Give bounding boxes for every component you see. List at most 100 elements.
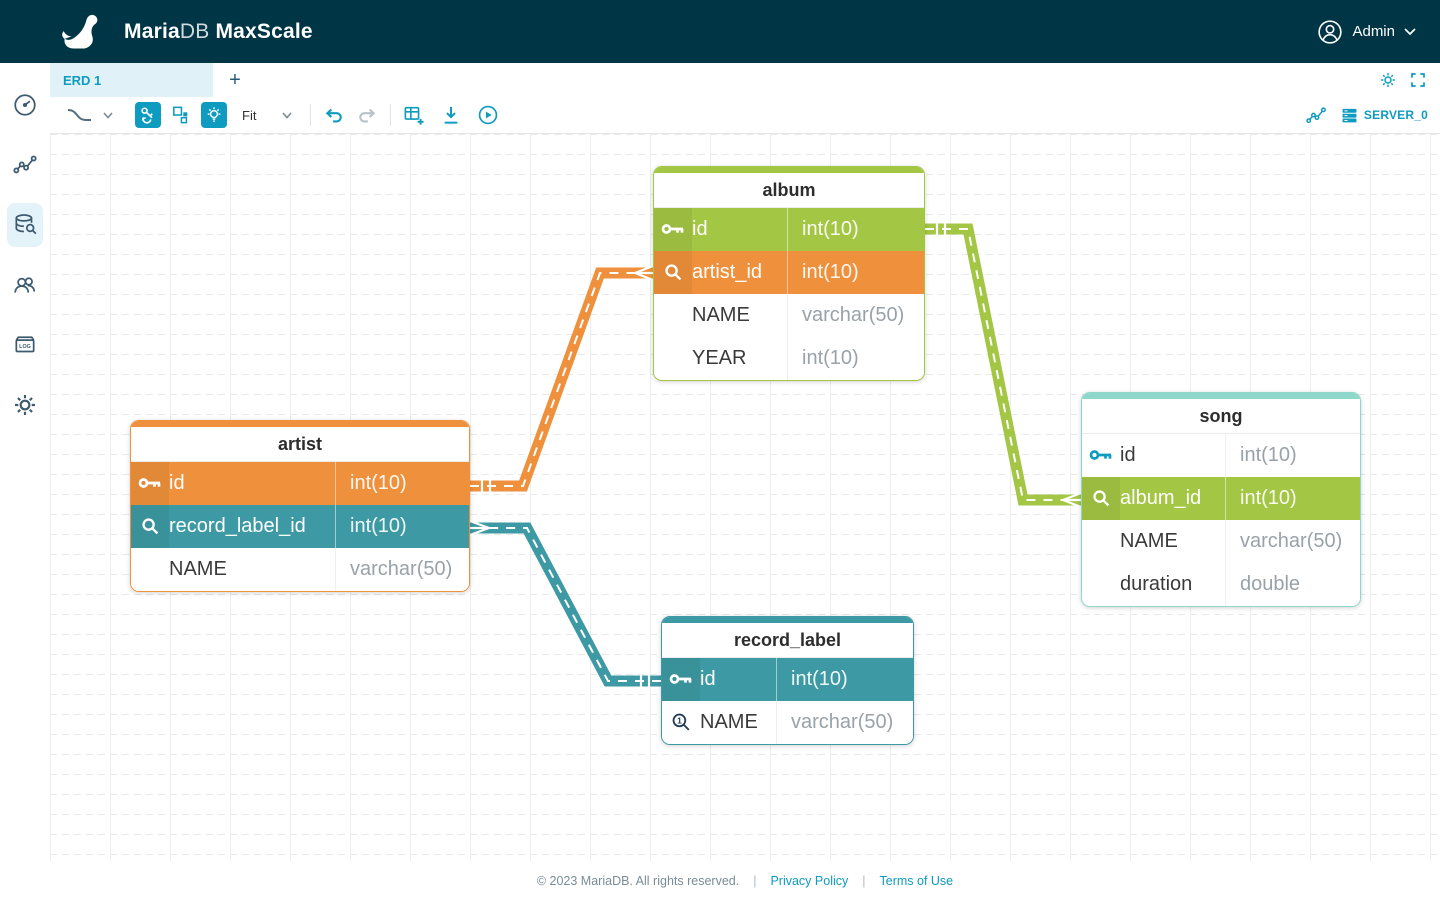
fullscreen-icon[interactable]	[1410, 72, 1426, 88]
sidebar: LOG	[0, 63, 50, 900]
column-name: YEAR	[692, 347, 747, 369]
line-shape-icon	[67, 109, 91, 121]
app-header: MariaDB MaxScale Admin	[0, 0, 1440, 63]
zoom-level-label: Fit	[242, 107, 257, 123]
diagram-settings-gear-icon[interactable]	[1379, 71, 1397, 89]
primary-key-icon	[654, 208, 692, 251]
chevron-down-icon	[1404, 27, 1416, 35]
table-title: artist	[131, 427, 469, 462]
database-search-icon	[15, 214, 37, 235]
column-name: id	[169, 472, 185, 494]
table-row[interactable]: id int(10)	[662, 658, 913, 701]
erd-table-album[interactable]: album id int(10) artist_id int(10)	[653, 166, 925, 381]
erd-canvas[interactable]: album id int(10) artist_id int(10)	[50, 134, 1440, 861]
chevron-down-icon[interactable]	[103, 111, 113, 119]
column-type: double	[1225, 563, 1360, 606]
privacy-policy-link[interactable]: Privacy Policy	[770, 873, 849, 888]
zoom-fit-dropdown[interactable]: Fit	[234, 108, 300, 123]
hint-toggle-button[interactable]	[201, 102, 227, 128]
brand: MariaDB MaxScale	[62, 12, 313, 52]
entity-squares-icon	[173, 106, 188, 124]
line-shape-button[interactable]	[62, 102, 96, 128]
sidebar-item-logs[interactable]: LOG	[3, 315, 47, 375]
relation-album-song[interactable]	[925, 222, 1082, 509]
footer-separator: |	[753, 873, 757, 888]
lightbulb-icon	[207, 107, 221, 122]
table-row[interactable]: NAME varchar(50)	[1082, 520, 1360, 563]
sidebar-item-users[interactable]	[3, 255, 47, 315]
table-row[interactable]: record_label_id int(10)	[131, 505, 469, 548]
undo-button[interactable]	[321, 102, 347, 128]
key-link-icon	[141, 107, 153, 124]
column-name: album_id	[1120, 487, 1202, 509]
server-label: SERVER_0	[1363, 108, 1428, 122]
brand-maria: Maria	[124, 19, 180, 43]
tab-erd-1[interactable]: ERD 1	[50, 63, 213, 97]
brand-db: DB	[179, 19, 210, 43]
column-icon-empty	[654, 294, 692, 337]
copyright-text: © 2023 MariaDB. All rights reserved.	[536, 873, 740, 888]
table-row[interactable]: id int(10)	[654, 208, 924, 251]
table-title: album	[654, 173, 924, 208]
er-diagram-icon[interactable]	[1306, 106, 1327, 125]
column-type: varchar(50)	[776, 701, 913, 744]
column-type: varchar(50)	[787, 294, 924, 337]
column-name: id	[1120, 444, 1136, 466]
avatar-icon	[1318, 19, 1343, 44]
column-icon-empty	[1082, 563, 1120, 606]
relation-artist-album[interactable]	[470, 264, 654, 493]
table-row[interactable]: id int(10)	[131, 462, 469, 505]
erd-table-artist[interactable]: artist id int(10) record_label_id int(10…	[130, 420, 470, 592]
table-row[interactable]: NAME varchar(50)	[654, 294, 924, 337]
table-accent-bar	[654, 167, 924, 173]
column-name: id	[700, 668, 716, 690]
erd-table-record-label[interactable]: record_label id int(10) 1 NAME varchar(5…	[661, 616, 914, 745]
sidebar-item-dashboard[interactable]	[3, 75, 47, 135]
add-table-button[interactable]	[401, 102, 427, 128]
primary-key-icon	[131, 462, 169, 505]
table-accent-bar	[662, 617, 913, 623]
run-button[interactable]	[475, 102, 501, 128]
redo-button[interactable]	[354, 102, 380, 128]
add-tab-button[interactable]: +	[229, 68, 241, 91]
foreign-key-toggle-button[interactable]	[135, 102, 161, 128]
table-row[interactable]: artist_id int(10)	[654, 251, 924, 294]
erd-table-song[interactable]: song id int(10) album_id int(10)	[1081, 392, 1361, 607]
column-type: int(10)	[776, 658, 913, 701]
table-row[interactable]: duration double	[1082, 563, 1360, 606]
column-name: artist_id	[692, 261, 763, 283]
logs-archive-icon: LOG	[15, 336, 35, 353]
users-icon	[14, 277, 36, 293]
table-row[interactable]: YEAR int(10)	[654, 337, 924, 380]
table-row[interactable]: id int(10)	[1082, 434, 1360, 477]
user-label: Admin	[1352, 23, 1395, 40]
play-circle-icon	[479, 105, 498, 125]
primary-key-icon	[662, 658, 700, 701]
column-type: int(10)	[787, 208, 924, 251]
table-title: record_label	[662, 623, 913, 658]
add-table-icon	[404, 106, 424, 125]
column-icon-empty	[131, 548, 169, 591]
column-name: NAME	[1120, 530, 1178, 552]
user-menu[interactable]: Admin	[1317, 19, 1416, 45]
entity-layout-button[interactable]	[168, 102, 194, 128]
column-type: int(10)	[335, 462, 469, 505]
table-row[interactable]: 1 NAME varchar(50)	[662, 701, 913, 744]
column-icon-empty	[1082, 520, 1120, 563]
column-name: NAME	[700, 711, 758, 733]
terms-of-use-link[interactable]: Terms of Use	[879, 873, 954, 888]
sidebar-item-query-editor[interactable]	[3, 195, 47, 255]
server-chip[interactable]: SERVER_0	[1341, 107, 1428, 124]
index-icon	[1082, 477, 1120, 520]
table-accent-bar	[1082, 393, 1360, 399]
table-row[interactable]: NAME varchar(50)	[131, 548, 469, 591]
export-button[interactable]	[438, 102, 464, 128]
sidebar-item-visualization[interactable]	[3, 135, 47, 195]
server-icon	[1342, 108, 1357, 122]
relation-recordlabel-artist[interactable]	[469, 519, 661, 688]
column-type: int(10)	[1225, 434, 1360, 477]
table-row[interactable]: album_id int(10)	[1082, 477, 1360, 520]
column-name: duration	[1120, 573, 1193, 595]
sidebar-item-settings[interactable]	[3, 375, 47, 435]
graph-nodes-icon	[13, 155, 37, 174]
